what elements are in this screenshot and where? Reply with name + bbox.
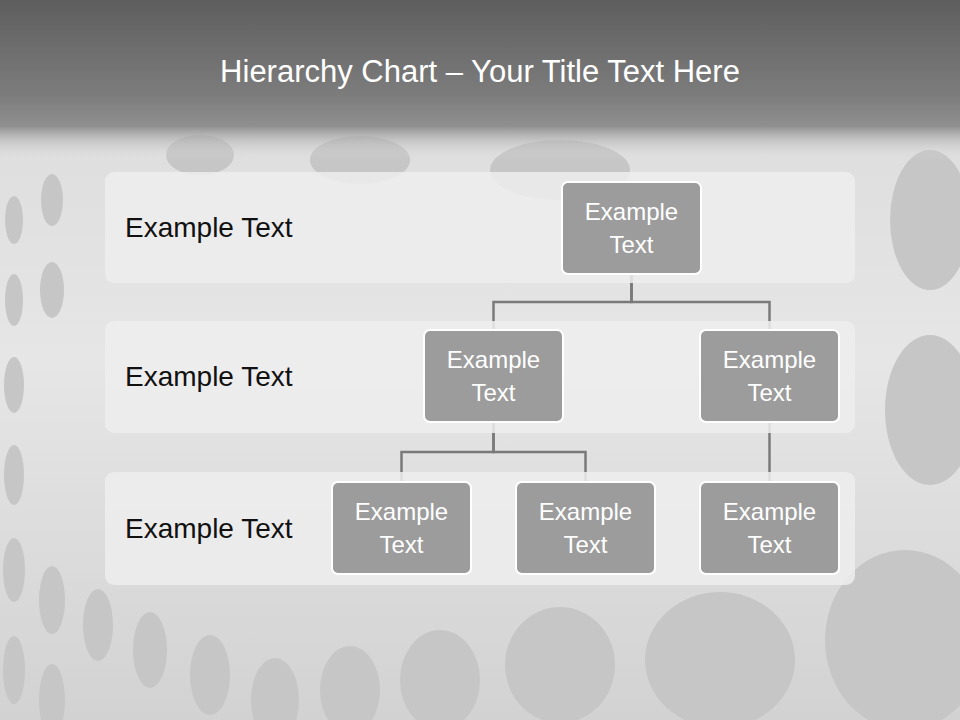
dot [3,538,25,602]
org-box: Example Text [423,329,564,423]
dot [5,274,23,326]
dot [4,445,24,505]
dot [400,630,480,720]
node-label: Example Text [339,495,464,561]
dot [4,357,24,413]
org-box: Example Text [331,481,472,575]
header-fade [0,126,960,160]
node-label: Example Text [707,495,832,561]
dot [3,636,25,704]
dot [885,335,960,485]
node-label: Example Text [125,361,293,393]
level-band: Example Text Example Text [105,172,855,283]
dot [39,566,65,634]
dot [39,664,65,720]
dot [505,607,615,720]
node-label: Example Text [125,513,293,545]
dot [40,262,64,318]
header-bar [0,0,960,126]
dot [320,646,380,720]
node-label: Example Text [707,343,832,409]
org-box: Example Text [699,481,840,575]
node-label: Example Text [523,495,648,561]
dot [890,150,960,290]
dot [5,196,23,244]
dot [190,635,230,715]
level-band: Example Text Example Text Example Text [105,321,855,433]
dot [645,592,795,720]
org-box: Example Text [515,481,656,575]
slide-title: Hierarchy Chart – Your Title Text Here [0,54,960,90]
dot [133,612,167,688]
node-label: Example Text [431,343,556,409]
dot [41,174,63,226]
node-label: Example Text [569,195,694,261]
level-band: Example Text Example Text Example Text Exam… [105,472,855,585]
org-box: Example Text [699,329,840,423]
dot [251,658,299,720]
dot [83,589,113,661]
org-box: Example Text [561,181,702,275]
node-label: Example Text [125,212,293,244]
dot-pattern [3,135,960,720]
